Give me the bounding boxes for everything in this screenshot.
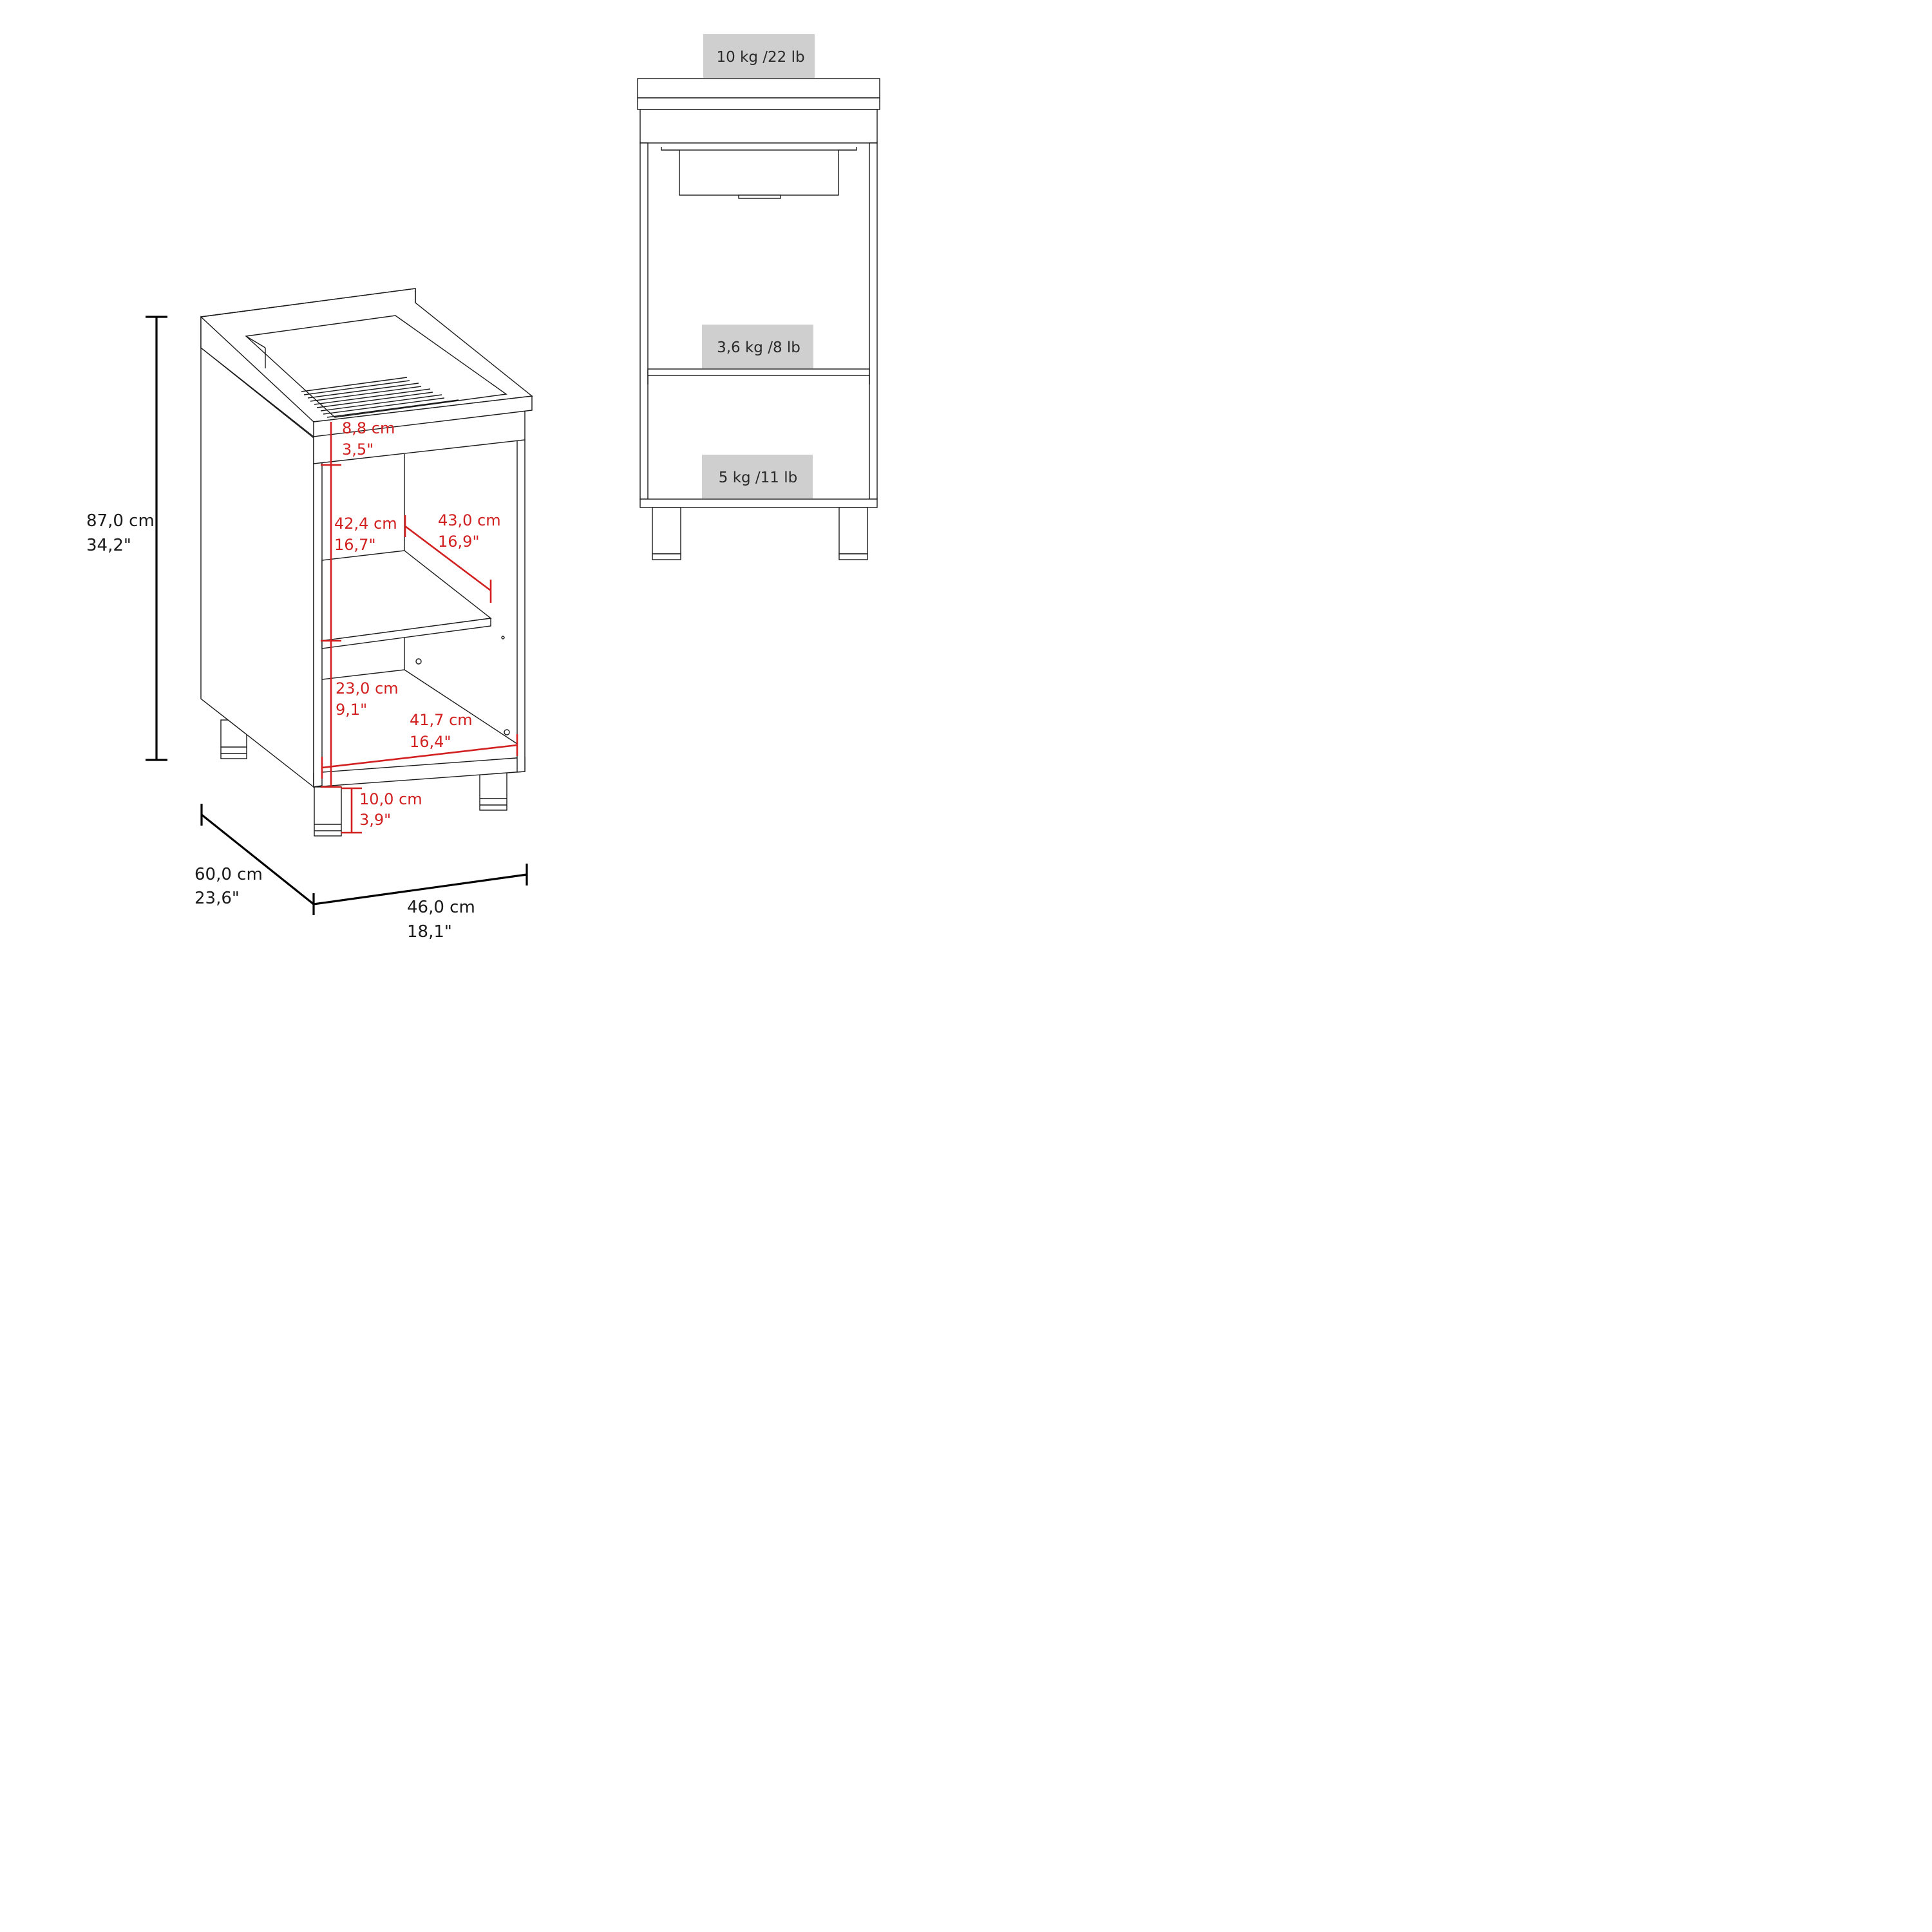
height-in-label: 34,2" [86, 536, 131, 555]
top-weight-label: 10 kg /22 lb [716, 49, 804, 66]
inner-width-cm-label: 41,7 cm [410, 711, 473, 729]
shelf-depth-cm-label: 43,0 cm [438, 511, 501, 529]
depth-in-label: 23,6" [194, 889, 240, 908]
depth-dimension [200, 804, 314, 905]
dimension-diagram: 87,0 cm 34,2" 60,0 cm 23,6" 46,0 cm 18,1… [86, 34, 880, 942]
front-view-cabinet [637, 78, 880, 560]
shelf-weight-label: 3,6 kg /8 lb [717, 339, 800, 356]
inner-width-dimension [321, 734, 518, 779]
top-weight-badge: 10 kg /22 lb [703, 34, 815, 78]
leg-height-in-label: 3,9" [359, 811, 391, 829]
height-cm-label: 87,0 cm [86, 511, 155, 531]
front-view-right-leg [838, 507, 868, 560]
sink-basin [245, 315, 507, 418]
width-dimension [312, 864, 528, 915]
leg-height-cm-label: 10,0 cm [359, 790, 422, 808]
washboard-ridges [301, 377, 459, 418]
red-vertical-dimension-line [321, 422, 341, 788]
upper-opening-cm-label: 42,4 cm [334, 515, 397, 533]
lower-opening-in-label: 9,1" [336, 701, 367, 719]
front-sink-bowl [661, 147, 857, 199]
isometric-cabinet [200, 288, 533, 837]
bottom-weight-badge: 5 kg /11 lb [702, 455, 813, 498]
height-dimension [146, 316, 167, 761]
depth-cm-label: 60,0 cm [194, 865, 263, 884]
front-left-upright [313, 462, 323, 788]
front-right-upright [516, 439, 526, 773]
top-panel-in-label: 3,5" [342, 440, 374, 459]
shelf-weight-badge: 3,6 kg /8 lb [702, 325, 813, 368]
width-in-label: 18,1" [407, 922, 452, 942]
width-cm-label: 46,0 cm [407, 898, 475, 917]
shelf-depth-in-label: 16,9" [438, 533, 479, 551]
front-left-leg [314, 786, 342, 837]
bottom-weight-label: 5 kg /11 lb [719, 469, 798, 486]
upper-opening-in-label: 16,7" [334, 536, 375, 554]
front-view-left-leg [652, 507, 681, 560]
top-panel-cm-label: 8,8 cm [342, 419, 395, 437]
shelf-depth-dimension [404, 515, 492, 603]
leg-height-dimension [341, 787, 362, 834]
lower-opening-cm-label: 23,0 cm [336, 679, 399, 697]
inner-width-in-label: 16,4" [410, 733, 451, 751]
